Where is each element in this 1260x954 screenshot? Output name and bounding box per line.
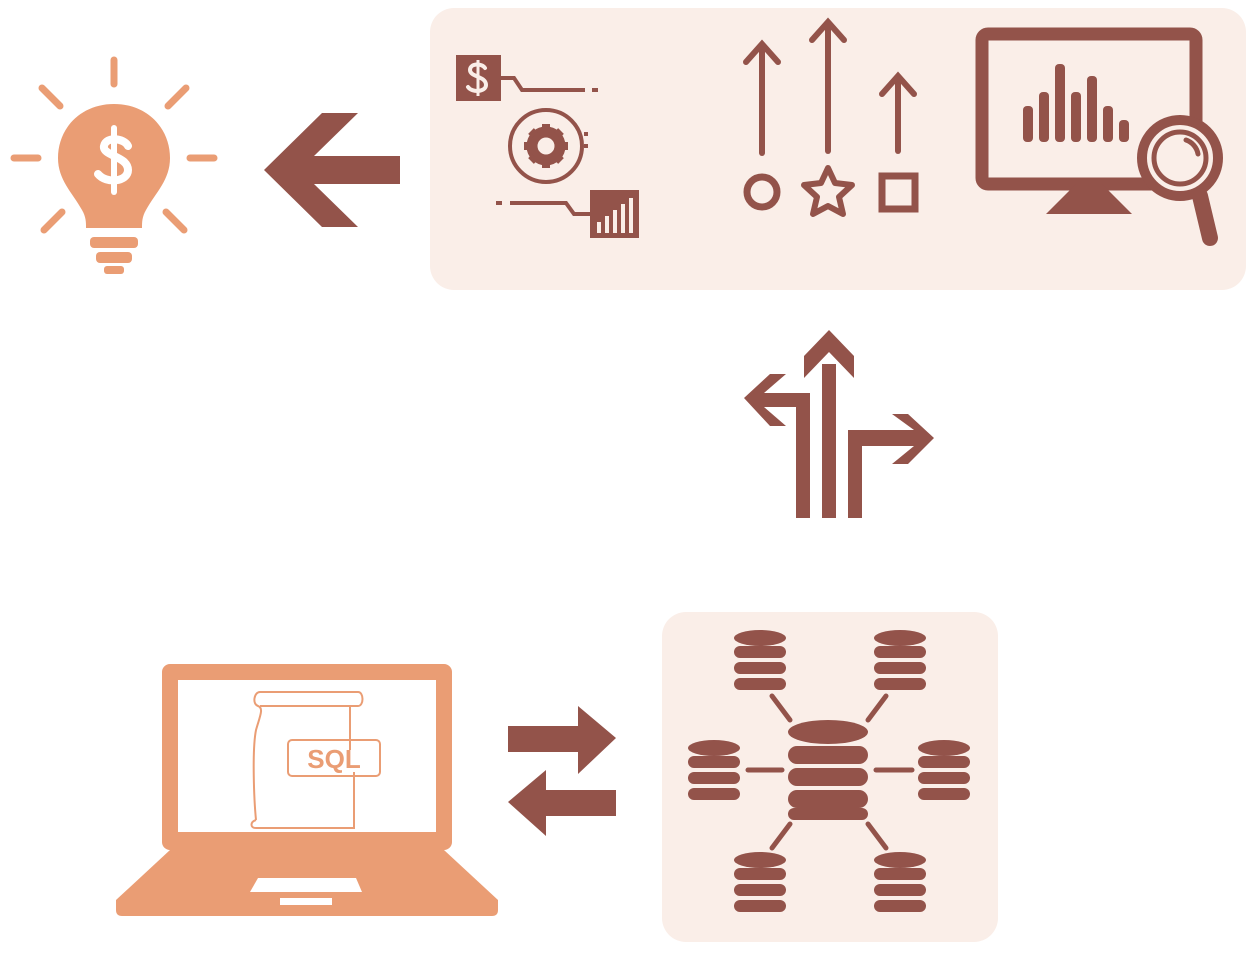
square-shape-icon (878, 172, 919, 213)
star-shape-icon (801, 165, 855, 217)
circle-shape-icon (743, 173, 781, 211)
monitor-analytics-icon (975, 27, 1223, 246)
sql-label: SQL (307, 744, 361, 774)
bidirectional-arrows-icon (504, 704, 620, 838)
lightbulb-dollar-icon (0, 40, 230, 290)
bar-chart-chip-icon (496, 190, 639, 238)
branching-arrows-icon (740, 330, 940, 520)
arrow-left-icon (260, 110, 402, 230)
analytics-workflow-panel (430, 8, 1246, 290)
laptop-icon: SQL (110, 660, 502, 922)
database-network-icon (662, 612, 998, 942)
sql-document-icon (250, 691, 381, 829)
up-arrows-icon (743, 17, 917, 156)
gear-icon (508, 108, 588, 184)
dollar-chip-icon (456, 55, 598, 101)
central-database-icon (788, 720, 868, 820)
